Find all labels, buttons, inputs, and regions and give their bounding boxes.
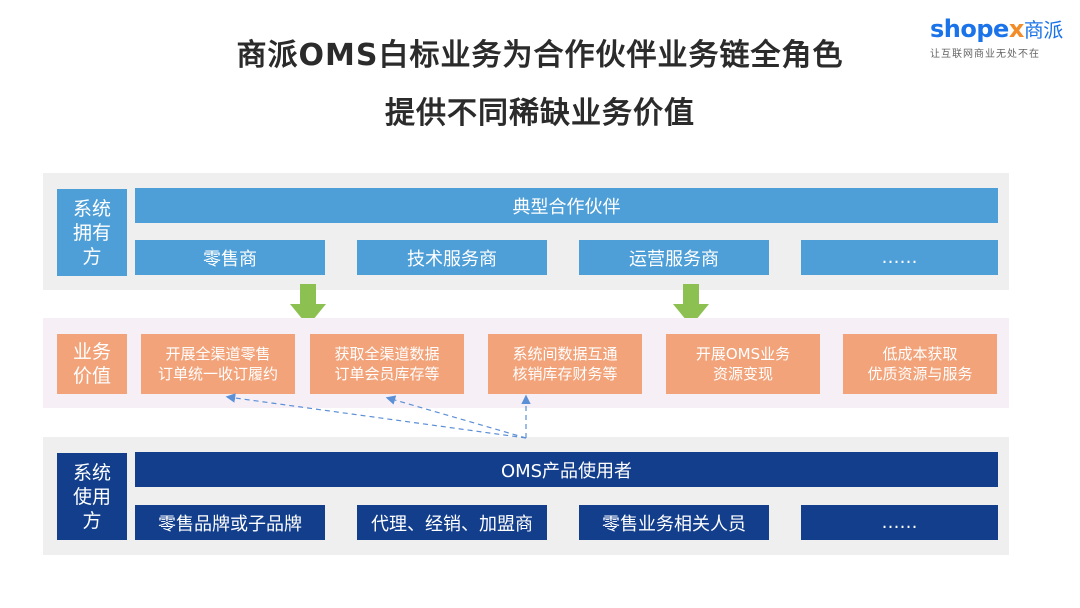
user-row-label: 系统 使用 方 [57, 453, 127, 540]
user-header: OMS产品使用者 [135, 452, 998, 487]
user-item-brand: 零售品牌或子品牌 [135, 505, 325, 540]
value-item-line: 订单统一收订履约 [157, 365, 278, 383]
value-item-line: 核销库存财务等 [512, 365, 618, 383]
value-item-line: 获取全渠道数据 [334, 345, 440, 363]
logo-tagline: 让互联网商业无处不在 [930, 49, 1040, 60]
value-item-line: 开展OMS业务 [695, 345, 791, 363]
value-item-line: 开展全渠道零售 [165, 345, 271, 363]
value-item-line: 优质资源与服务 [867, 365, 973, 383]
title-line-1: 商派OMS白标业务为合作伙伴业务链全角色 [236, 38, 844, 73]
user-item-staff: 零售业务相关人员 [579, 505, 769, 540]
down-arrow-icon [290, 284, 326, 326]
value-item-line: 系统间数据互通 [512, 345, 618, 363]
logo-brand-cn: 商派 [1023, 18, 1064, 42]
owner-label-line-3: 方 [82, 245, 102, 268]
owner-label-line-1: 系统 [72, 197, 111, 220]
title-line-2: 提供不同稀缺业务价值 [385, 96, 695, 131]
owner-item-retailer: 零售商 [135, 240, 325, 275]
user-item-distributor: 代理、经销、加盟商 [357, 505, 547, 540]
value-label-line-2: 价值 [72, 365, 111, 387]
down-arrow-icon [673, 284, 709, 326]
value-item-monetize: 开展OMS业务资源变现 [666, 334, 820, 394]
owner-item-more: …… [801, 240, 998, 275]
value-item-integration: 系统间数据互通核销库存财务等 [488, 334, 642, 394]
value-item-omnichannel: 开展全渠道零售订单统一收订履约 [141, 334, 295, 394]
user-item-more: …… [801, 505, 998, 540]
user-label-line-3: 方 [82, 509, 102, 532]
value-item-line: 资源变现 [712, 365, 773, 383]
value-item-line: 订单会员库存等 [334, 365, 440, 383]
owner-label-line-2: 拥有 [72, 221, 111, 244]
owner-header: 典型合作伙伴 [135, 188, 998, 223]
owner-item-tech-provider: 技术服务商 [357, 240, 547, 275]
value-item-low-cost: 低成本获取优质资源与服务 [843, 334, 997, 394]
user-label-line-1: 系统 [72, 461, 111, 484]
value-row-label: 业务 价值 [57, 334, 127, 394]
logo-wordmark: shopex商派 [930, 16, 1070, 43]
value-label-line-1: 业务 [72, 341, 111, 363]
value-item-line: 低成本获取 [882, 345, 958, 363]
shopex-logo: shopex商派 让互联网商业无处不在 [930, 16, 1070, 60]
owner-item-operation-provider: 运营服务商 [579, 240, 769, 275]
value-item-data: 获取全渠道数据订单会员库存等 [310, 334, 464, 394]
logo-brand-x: x [1008, 15, 1024, 43]
logo-brand-main: shope [930, 15, 1009, 43]
user-label-line-2: 使用 [72, 485, 111, 508]
owner-row-label: 系统 拥有 方 [57, 189, 127, 276]
